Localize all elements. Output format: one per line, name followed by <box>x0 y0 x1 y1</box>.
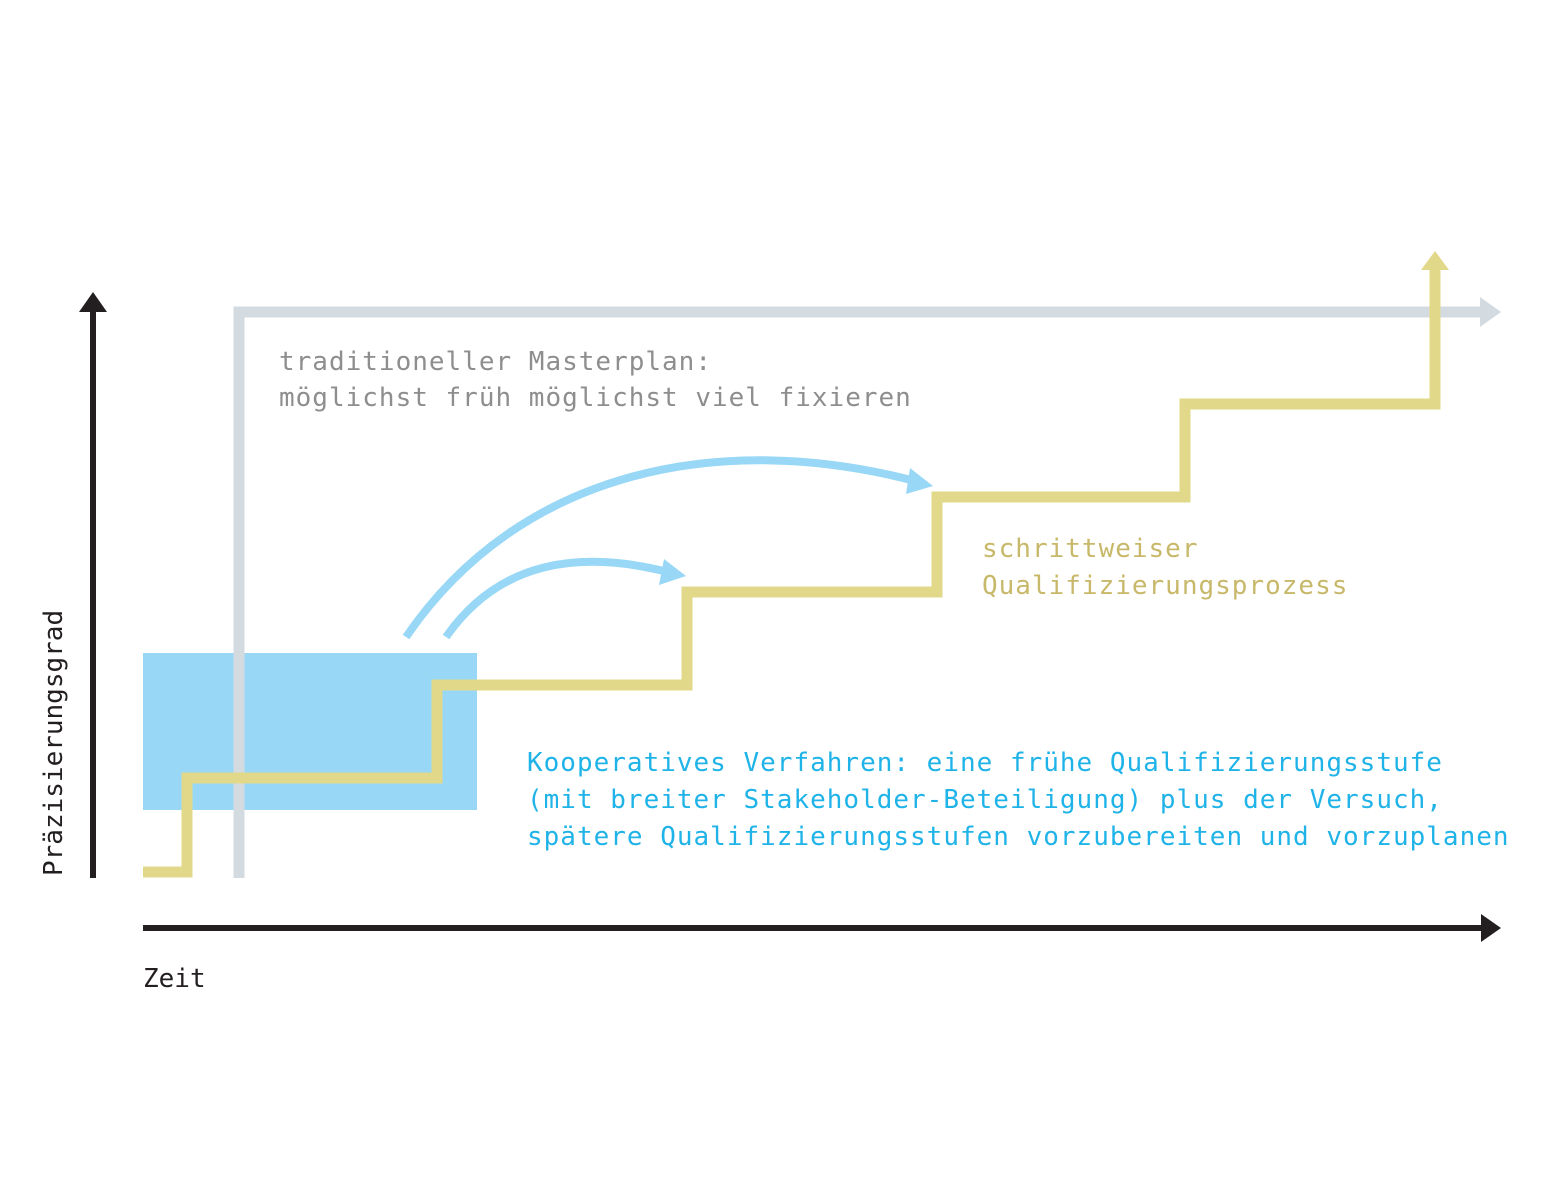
masterplan-arrowhead <box>1480 297 1501 327</box>
cooperative-label-line1: Kooperatives Verfahren: eine frühe Quali… <box>527 748 1443 778</box>
stepwise-label-line2: Qualifizierungsprozess <box>982 571 1348 601</box>
masterplan-label-line1: traditioneller Masterplan: <box>279 347 712 377</box>
stepwise-arrowhead <box>1421 251 1449 270</box>
cooperative-process-box <box>143 653 477 810</box>
x-axis-arrowhead <box>1481 914 1501 942</box>
masterplan-label-line2: möglichst früh möglichst viel fixieren <box>279 383 912 413</box>
cooperative-label-line3: spätere Qualifizierungsstufen vorzuberei… <box>527 822 1510 852</box>
stepwise-process-line <box>143 268 1441 878</box>
cooperative-label-line2: (mit breiter Stakeholder-Beteiligung) pl… <box>527 785 1443 815</box>
cooperative-arrowhead-large <box>906 468 933 494</box>
cooperative-arrowhead-small <box>659 559 686 585</box>
x-axis-label: Zeit <box>143 964 206 994</box>
stepwise-label-line1: schrittweiser <box>982 534 1199 564</box>
cooperative-arrow-large <box>402 456 917 640</box>
cooperative-arrow-small <box>442 557 669 640</box>
y-axis-label: Präzisierungsgrad <box>39 610 69 876</box>
masterplan-line <box>233 306 1484 878</box>
y-axis-arrowhead <box>79 292 107 312</box>
